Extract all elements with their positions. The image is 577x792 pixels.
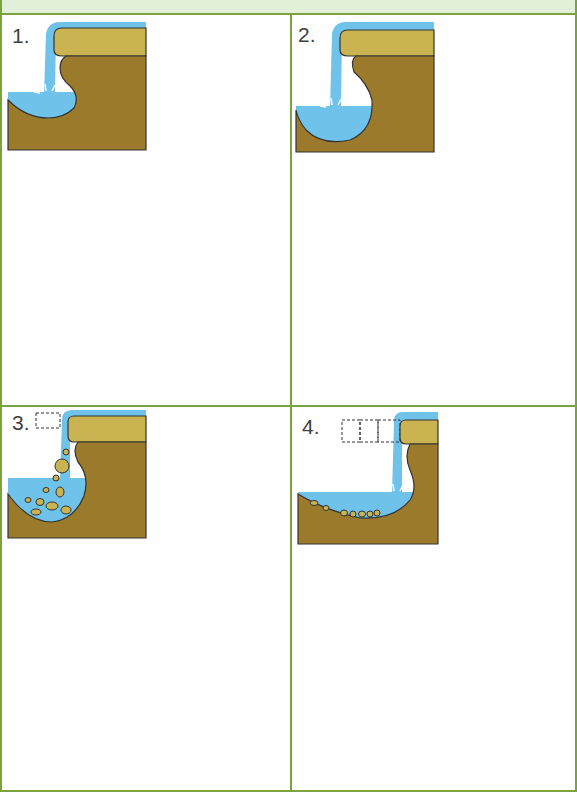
header-bar [0, 0, 577, 14]
callout-number: 4. [301, 416, 321, 437]
callout-number: 3. [11, 412, 31, 433]
stage-two-figure [296, 22, 434, 152]
callout-number: 1. [11, 25, 31, 46]
stage-one-figure [8, 22, 146, 150]
stage-four-figure [298, 412, 438, 544]
stage-three-figure [8, 410, 146, 538]
callout-number: 2. [297, 24, 317, 45]
